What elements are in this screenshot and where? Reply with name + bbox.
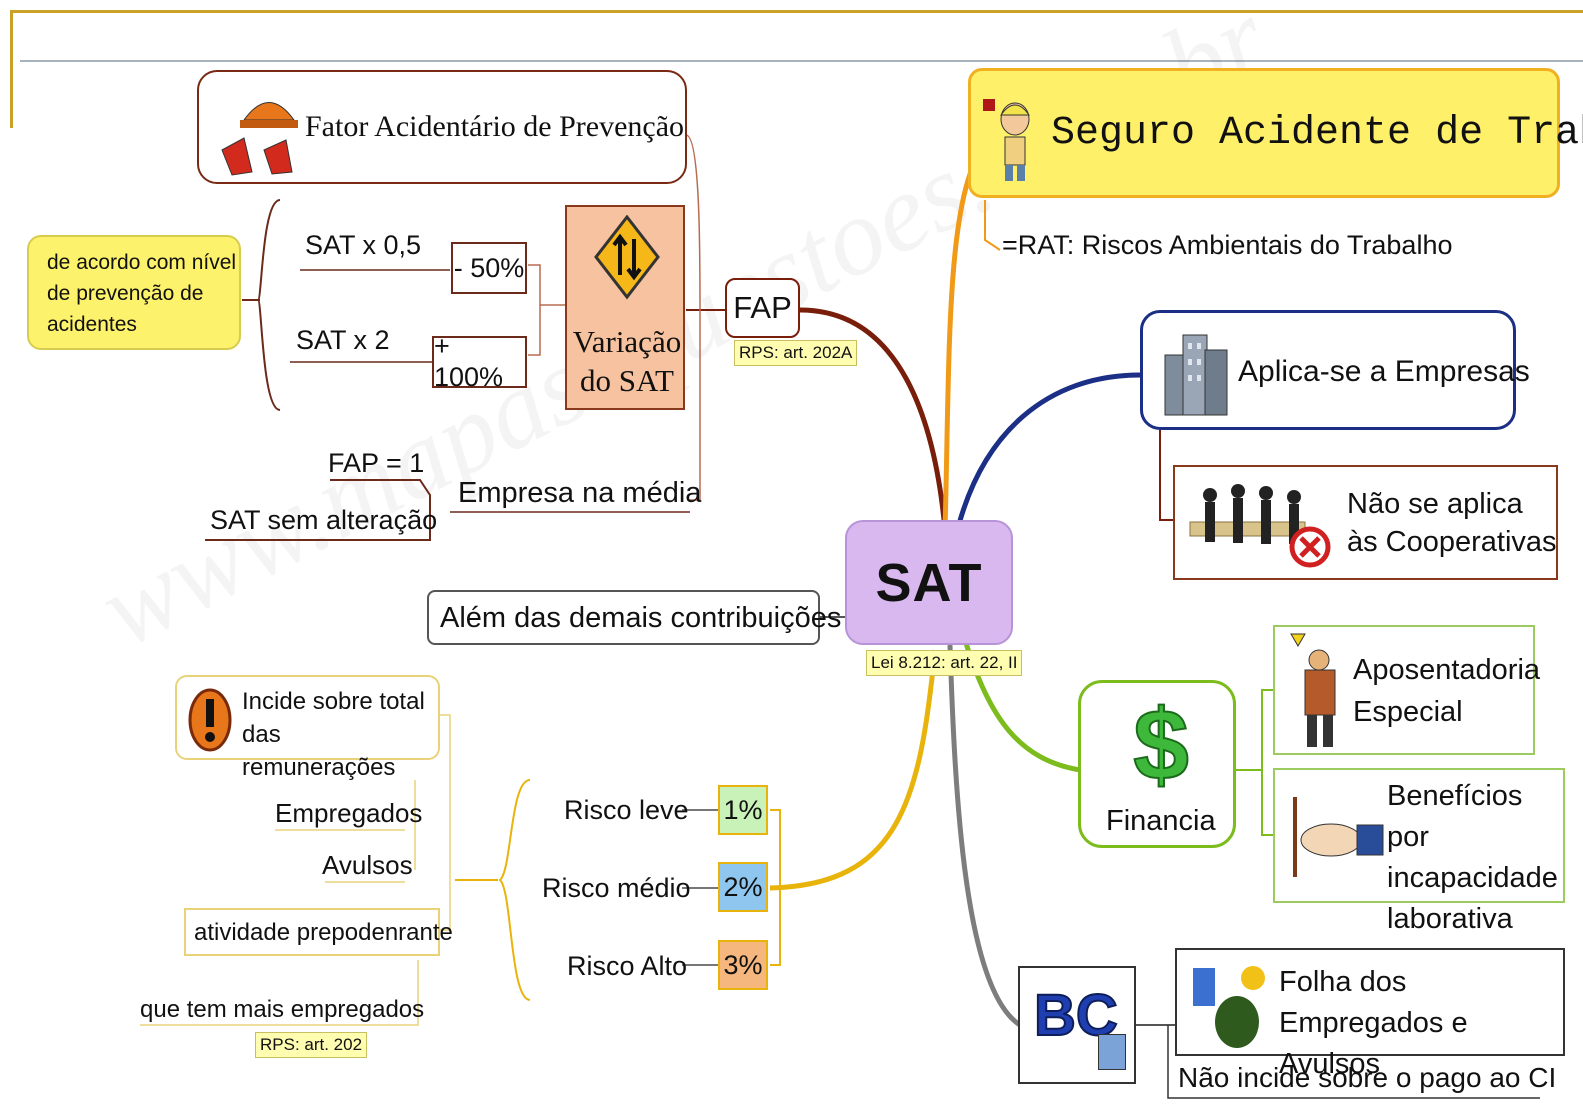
atividade-node: atividade prepodenrante	[184, 908, 453, 956]
fap-node[interactable]: FAP	[725, 278, 800, 338]
beneficios-node[interactable]: Benefícios por incapacidade laborativa	[1273, 768, 1565, 935]
pct-plus-100-text: + 100%	[434, 331, 504, 392]
risco-leve-pct-text: 1%	[723, 794, 763, 825]
sat-sem-alteracao: SAT sem alteração	[210, 505, 438, 535]
formula-1: SAT x 0,5	[305, 230, 422, 260]
variacao-label: Variação do SAT	[572, 324, 682, 398]
risco-leve-pct: 1%	[718, 785, 768, 835]
empregados-label: Empregados	[275, 798, 423, 828]
fap-ref: RPS: art. 202A	[734, 340, 858, 366]
risco-medio-label: Risco médio	[542, 873, 691, 903]
incide-node[interactable]: Incide sobre total das remunerações	[175, 675, 440, 781]
title-text: Seguro Acidente de Trabalho	[1051, 111, 1583, 156]
financia-node[interactable]: $ Financia	[1078, 680, 1236, 848]
buildings-icon	[1161, 325, 1231, 425]
folha-node[interactable]: Folha dos Empregados e Avulsos	[1175, 948, 1565, 1080]
atividade-label: atividade prepodenrante	[194, 919, 453, 946]
avulsos-label: Avulsos	[322, 850, 413, 880]
pct-minus-50-text: - 50%	[453, 252, 525, 283]
financia-label: Financia	[1106, 805, 1216, 837]
rps-202-ref: RPS: art. 202	[255, 1032, 368, 1058]
prevencao-note: de acordo com nível de prevenção de acid…	[27, 235, 241, 350]
title-node[interactable]: Seguro Acidente de Trabalho	[968, 68, 1583, 198]
people-leaf-icon	[1185, 960, 1280, 1055]
frame-top	[10, 10, 1583, 13]
aposentadoria-label: Aposentadoria Especial	[1353, 654, 1541, 728]
variacao-node[interactable]: Variação do SAT	[565, 205, 685, 410]
risco-medio-pct: 2%	[718, 862, 768, 912]
fator-label: Fator Acidentário de Prevenção	[305, 110, 685, 143]
empresa-media: Empresa na média	[458, 477, 702, 509]
formula-2: SAT x 2	[296, 325, 390, 355]
empresas-node[interactable]: Aplica-se a Empresas	[1140, 310, 1530, 430]
nao-incide-label: Não incide sobre o pago ao CI	[1178, 1062, 1557, 1093]
mais-empregados-label: que tem mais empregados	[140, 996, 425, 1023]
empresas-label: Aplica-se a Empresas	[1238, 355, 1530, 388]
worker-fall-icon	[983, 89, 1043, 184]
bc-node[interactable]: BC	[1018, 966, 1136, 1084]
pct-minus-50: - 50%	[451, 242, 527, 294]
rat-subtitle: =RAT: Riscos Ambientais do Trabalho	[1002, 230, 1453, 260]
folha-label: Folha dos Empregados e Avulsos	[1279, 966, 1468, 1080]
center-node[interactable]: SAT	[845, 520, 1013, 645]
fap-label: FAP	[733, 290, 792, 325]
helmet-gloves-icon	[214, 80, 309, 185]
traffic-sign-icon	[594, 214, 660, 310]
center-title: SAT	[875, 552, 983, 613]
incide-label: Incide sobre total das remunerações	[242, 688, 425, 781]
fator-node[interactable]: Fator Acidentário de Prevenção	[197, 70, 687, 184]
cooperativas-label: Não se aplica às Cooperativas	[1347, 488, 1557, 558]
beneficios-label: Benefícios por incapacidade laborativa	[1387, 780, 1558, 935]
pct-plus-100: + 100%	[432, 331, 527, 392]
worker-hazard-icon	[1279, 632, 1349, 757]
risco-alto-pct: 3%	[718, 940, 768, 990]
aposentadoria-node[interactable]: Aposentadoria Especial	[1273, 625, 1541, 757]
cooperativas-node[interactable]: Não se aplica às Cooperativas	[1173, 465, 1558, 580]
hand-icon	[1281, 795, 1386, 890]
alem-label: Além das demais contribuições	[440, 602, 842, 634]
svg-text:$: $	[1133, 691, 1189, 791]
header-rule	[20, 60, 1583, 62]
center-ref: Lei 8.212: art. 22, II	[866, 650, 1023, 676]
alem-node[interactable]: Além das demais contribuições	[427, 590, 841, 645]
calculator-icon	[1098, 1034, 1126, 1070]
risco-medio-pct-text: 2%	[723, 871, 763, 902]
risco-alto-label: Risco Alto	[567, 951, 688, 981]
frame-left	[10, 10, 13, 128]
prevencao-note-text: de acordo com nível de prevenção de acid…	[47, 251, 237, 336]
warning-icon	[185, 685, 235, 760]
risco-leve-label: Risco leve	[564, 795, 689, 825]
people-key-icon	[1180, 477, 1340, 577]
risco-alto-pct-text: 3%	[723, 949, 763, 980]
dollar-icon: $	[1126, 688, 1196, 802]
fap-equals-1: FAP = 1	[328, 448, 425, 478]
